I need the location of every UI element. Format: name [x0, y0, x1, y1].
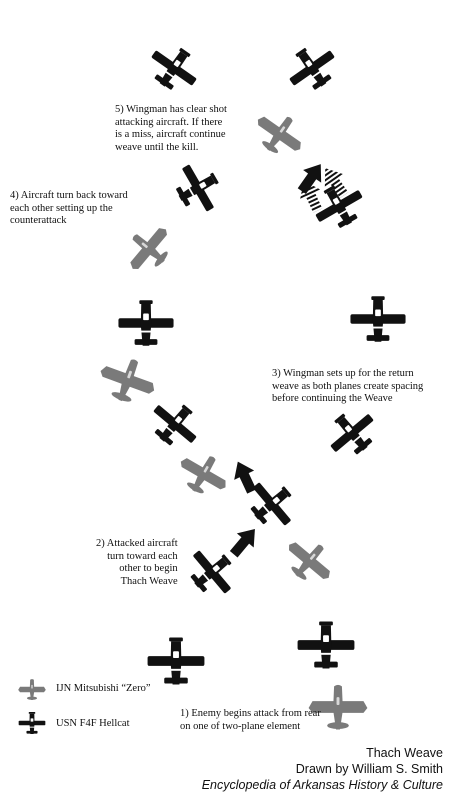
- author-credit: Drawn by William S. Smith: [295, 762, 443, 776]
- hellcat-aircraft: [151, 47, 197, 90]
- zero-aircraft: [289, 542, 330, 580]
- legend-hellcat-icon: [18, 711, 46, 735]
- direction-arrow: [229, 528, 255, 558]
- hellcat-aircraft: [250, 482, 292, 526]
- legend-hellcat-label: USN F4F Hellcat: [56, 718, 130, 729]
- zero-aircraft: [100, 359, 155, 402]
- striped-direction-arrow: [324, 168, 349, 198]
- zero-aircraft: [308, 684, 368, 730]
- direction-arrow: [234, 461, 257, 494]
- hellcat-aircraft: [315, 185, 363, 228]
- diagram-title: Thach Weave: [366, 746, 443, 760]
- hellcat-aircraft: [153, 404, 197, 446]
- hellcat-aircraft: [147, 637, 205, 685]
- striped-direction-arrow: [300, 180, 323, 213]
- zero-aircraft: [257, 116, 301, 154]
- hellcat-aircraft: [330, 413, 374, 455]
- hellcat-aircraft: [190, 550, 232, 594]
- legend-zero-label: IJN Mitsubishi “Zero”: [56, 683, 151, 694]
- aircraft-layer: [100, 47, 406, 730]
- step-2-label: 2) Attacked aircraft turn toward each ot…: [96, 538, 178, 587]
- hellcat-aircraft: [118, 300, 174, 346]
- arrow-layer: [229, 164, 349, 558]
- legend-zero-icon: [18, 679, 46, 701]
- step-4-label: 4) Aircraft turn back toward each other …: [10, 190, 128, 226]
- step-1-label: 1) Enemy begins attack from rear on one …: [180, 708, 321, 732]
- hellcat-aircraft: [289, 47, 335, 90]
- publication-credit: Encyclopedia of Arkansas History & Cultu…: [201, 778, 443, 792]
- hellcat-aircraft: [350, 296, 406, 342]
- legend-icons: [18, 679, 46, 735]
- step-5-label: 5) Wingman has clear shot attacking airc…: [115, 104, 227, 153]
- step-3-label: 3) Wingman sets up for the return weave …: [272, 368, 424, 404]
- zero-aircraft: [130, 228, 168, 269]
- hellcat-aircraft: [297, 621, 355, 669]
- zero-aircraft: [180, 456, 226, 494]
- hellcat-aircraft: [176, 164, 219, 212]
